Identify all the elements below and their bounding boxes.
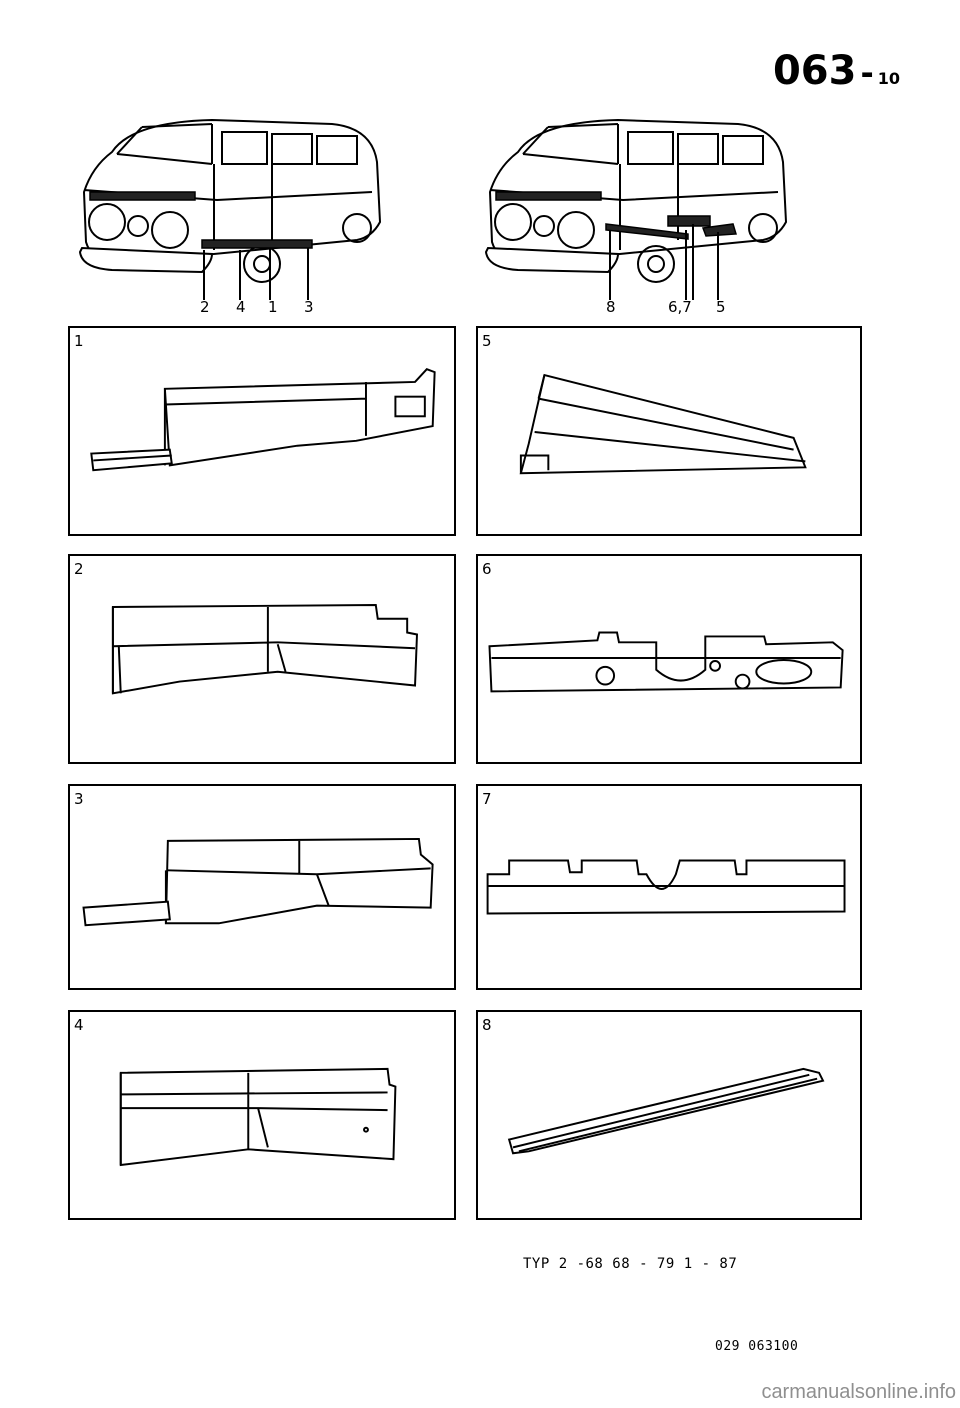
overview-van-left bbox=[72, 112, 392, 317]
part-6-drawing bbox=[488, 631, 844, 693]
part-panel-8: 8 bbox=[476, 1010, 862, 1220]
van-illustration-left bbox=[78, 118, 382, 300]
callout-label: 2 bbox=[200, 298, 210, 316]
panel-number: 6 bbox=[482, 560, 492, 578]
panel-number: 7 bbox=[482, 790, 492, 808]
panel-number: 2 bbox=[74, 560, 84, 578]
page-number-separator: - bbox=[860, 54, 874, 92]
part-panel-7: 7 bbox=[476, 784, 862, 990]
part-8-drawing bbox=[507, 1067, 825, 1155]
panel-number: 5 bbox=[482, 332, 492, 350]
part-panel-2: 2 bbox=[68, 554, 456, 764]
callout-label: 5 bbox=[716, 298, 726, 316]
part-panel-6: 6 bbox=[476, 554, 862, 764]
part-4-drawing bbox=[119, 1067, 397, 1167]
panel-number: 8 bbox=[482, 1016, 492, 1034]
page-number-main: 063 bbox=[772, 48, 857, 94]
part-1-drawing bbox=[90, 368, 436, 472]
page-number: 063-10 bbox=[773, 48, 900, 94]
part-panel-1: 1 bbox=[68, 326, 456, 536]
van-illustration-right bbox=[484, 118, 788, 300]
watermark: carmanualsonline.info bbox=[761, 1381, 956, 1403]
catalog-number: 029 063100 bbox=[715, 1339, 799, 1354]
callout-label: 8 bbox=[606, 298, 616, 316]
panel-number: 4 bbox=[74, 1016, 84, 1034]
panel-number: 3 bbox=[74, 790, 84, 808]
part-7-drawing bbox=[486, 859, 846, 915]
callout-label: 1 bbox=[268, 298, 278, 316]
callout-label: 4 bbox=[236, 298, 246, 316]
part-2-drawing bbox=[111, 604, 419, 695]
panel-number: 1 bbox=[74, 332, 84, 350]
page-number-sub: 10 bbox=[877, 69, 900, 88]
callout-label: 3 bbox=[304, 298, 314, 316]
callout-label: 6,7 bbox=[668, 298, 692, 316]
part-panel-5: 5 bbox=[476, 326, 862, 536]
overview-van-right bbox=[478, 112, 798, 317]
part-panel-3: 3 bbox=[68, 784, 456, 990]
part-panel-4: 4 bbox=[68, 1010, 456, 1220]
part-3-drawing bbox=[82, 837, 434, 927]
part-5-drawing bbox=[519, 373, 807, 475]
model-year-code: TYP 2 -68 68 - 79 1 - 87 bbox=[523, 1256, 738, 1272]
